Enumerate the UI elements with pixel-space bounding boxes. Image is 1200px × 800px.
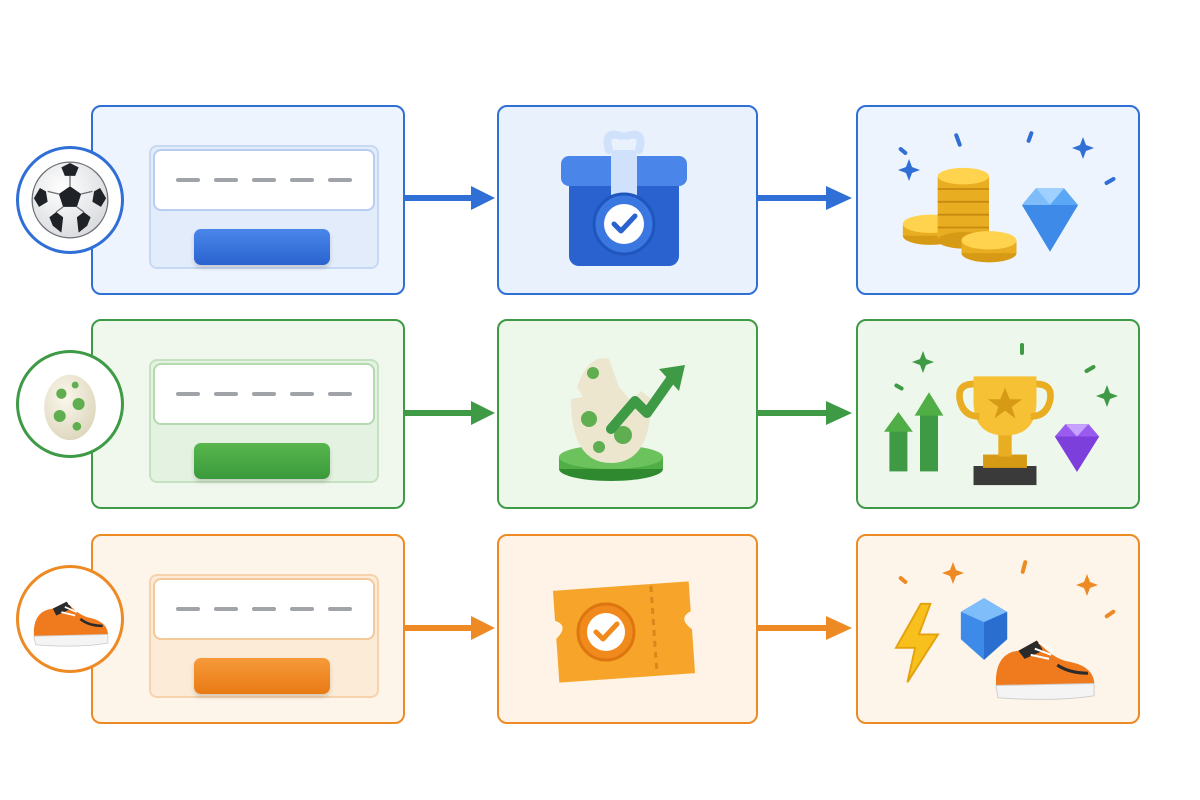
form-panel-green — [149, 359, 379, 483]
form-card-orange — [91, 534, 405, 724]
step-card-blue — [497, 105, 758, 295]
flow-row-orange — [0, 534, 1200, 724]
sparkle-icon — [898, 131, 1116, 185]
arrow-right-icon — [758, 186, 852, 210]
arrow-green-2 — [758, 399, 852, 427]
sparkle-icon — [898, 560, 1116, 619]
text-field-orange[interactable] — [153, 578, 375, 640]
form-card-blue — [91, 105, 405, 295]
step-card-green — [497, 319, 758, 509]
reward-card-orange — [856, 534, 1140, 724]
sneaker-icon — [33, 601, 109, 647]
coin-stack-icon — [902, 167, 1017, 263]
spotted-egg-icon — [44, 374, 96, 441]
sparkle-icon — [894, 343, 1118, 407]
growth-arrows-icon — [884, 392, 944, 472]
arrow-right-icon — [405, 401, 495, 425]
arrow-right-icon — [758, 616, 852, 640]
blue-gem-icon — [960, 598, 1008, 660]
form-panel-blue — [149, 145, 379, 269]
purple-gem-icon — [1054, 424, 1100, 472]
trophy-icon — [956, 376, 1054, 486]
text-field-blue[interactable] — [153, 149, 375, 211]
gift-box-check-icon — [561, 130, 687, 266]
text-field-green[interactable] — [153, 363, 375, 425]
arrow-orange-1 — [405, 614, 495, 642]
flow-row-green — [0, 319, 1200, 509]
hatching-egg-growth-arrow-icon — [559, 358, 685, 481]
arrow-right-icon — [405, 186, 495, 210]
arrow-right-icon — [758, 401, 852, 425]
placeholder-dashes — [176, 392, 352, 396]
ticket-check-icon — [552, 581, 696, 683]
sneaker-icon — [995, 640, 1095, 700]
diamond-icon — [1022, 188, 1078, 252]
arrow-green-1 — [405, 399, 495, 427]
form-panel-orange — [149, 574, 379, 698]
placeholder-dashes — [176, 178, 352, 182]
reward-card-blue — [856, 105, 1140, 295]
reward-card-green — [856, 319, 1140, 509]
avatar-soccer-ball — [16, 146, 124, 254]
flow-row-blue — [0, 105, 1200, 295]
arrow-blue-1 — [405, 184, 495, 212]
submit-button-orange[interactable] — [194, 658, 330, 694]
form-card-green — [91, 319, 405, 509]
arrow-right-icon — [405, 616, 495, 640]
arrow-blue-2 — [758, 184, 852, 212]
submit-button-green[interactable] — [194, 443, 330, 479]
arrow-orange-2 — [758, 614, 852, 642]
lightning-icon — [894, 602, 940, 683]
soccer-ball-icon — [31, 161, 109, 239]
avatar-sneaker — [16, 565, 124, 673]
step-card-orange — [497, 534, 758, 724]
placeholder-dashes — [176, 607, 352, 611]
avatar-spotted-egg — [16, 350, 124, 458]
submit-button-blue[interactable] — [194, 229, 330, 265]
